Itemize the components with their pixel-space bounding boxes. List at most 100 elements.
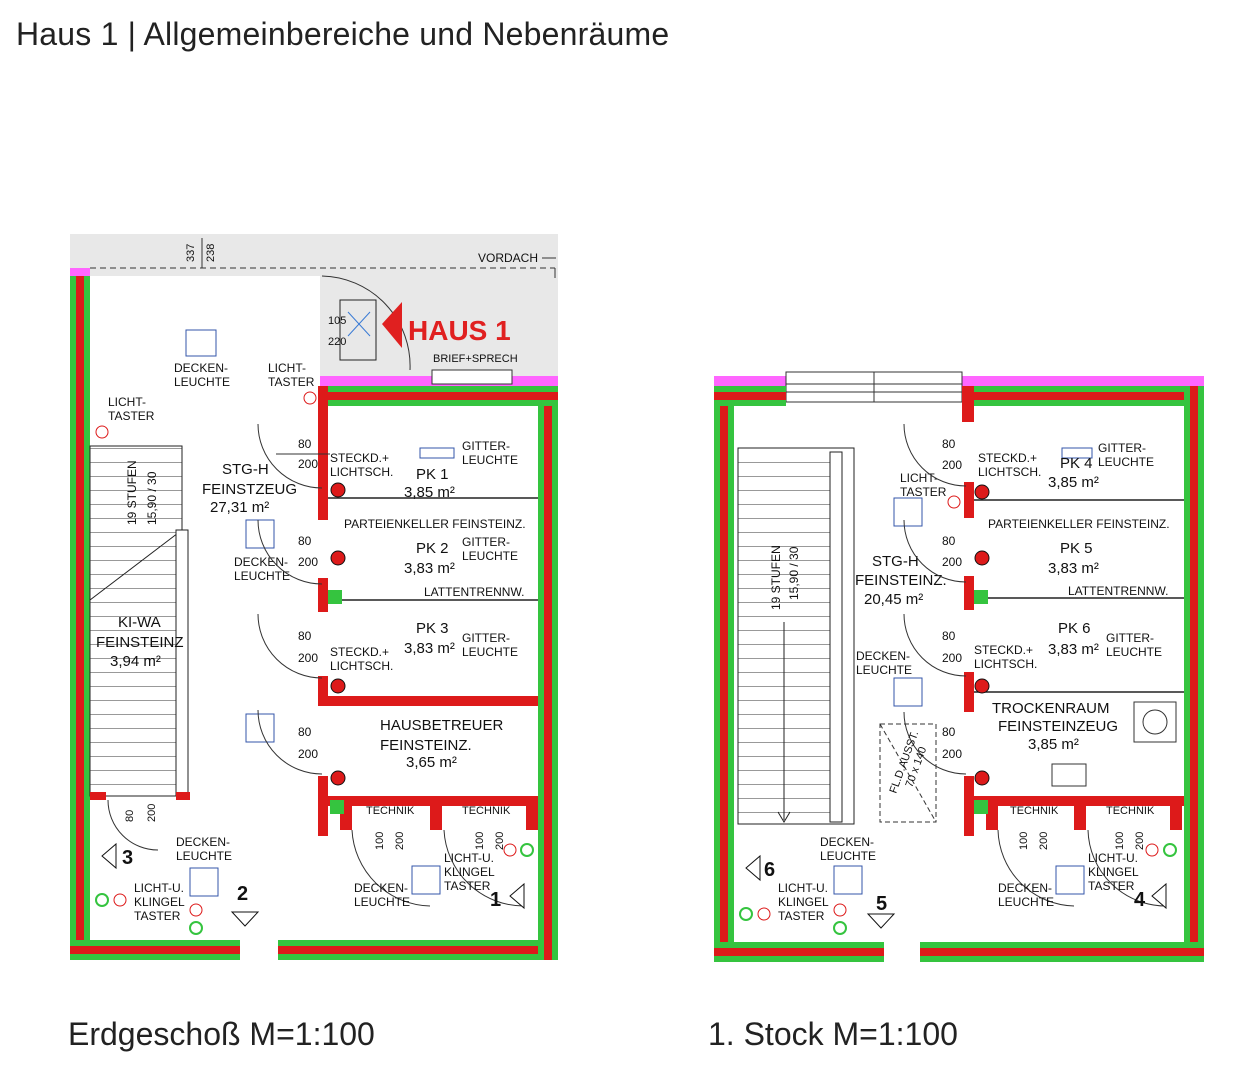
sink-icon — [1051, 763, 1087, 787]
stg-h-material: FEINSTEINZ. — [855, 572, 947, 589]
svg-text:200: 200 — [298, 747, 318, 761]
fl-ausst-box — [879, 723, 937, 823]
lattentrenn-label: LATTENTRENNW. — [424, 585, 524, 599]
svg-text:DECKEN-: DECKEN- — [856, 649, 910, 663]
svg-text:LEUCHTE: LEUCHTE — [856, 663, 912, 677]
pk4-name: PK 4 — [1060, 455, 1093, 472]
svg-text:80: 80 — [942, 725, 956, 739]
ceiling-light — [245, 519, 275, 549]
svg-text:DECKEN-: DECKEN- — [998, 881, 1052, 895]
svg-text:LEUCHTE: LEUCHTE — [462, 549, 518, 563]
trockenraum-area: 3,85 m² — [1028, 736, 1079, 753]
socket-icon — [974, 678, 990, 694]
svg-text:STECKD.+: STECKD.+ — [978, 451, 1037, 465]
entry-door — [339, 299, 377, 361]
svg-text:200: 200 — [394, 832, 406, 850]
bell-switch-icon — [757, 907, 771, 921]
view-marker-icon — [509, 882, 525, 910]
button-icon — [520, 843, 534, 857]
pk6-area: 3,83 m² — [1048, 641, 1099, 658]
trockenraum-material: FEINSTEINZEUG — [998, 718, 1118, 735]
svg-text:LEUCHTE: LEUCHTE — [998, 895, 1054, 909]
svg-text:LEUCHTE: LEUCHTE — [176, 849, 232, 863]
svg-text:80: 80 — [298, 534, 312, 548]
pk1-area: 3,85 m² — [404, 484, 455, 501]
svg-text:80: 80 — [942, 534, 956, 548]
decken-leuchte-label: DECKEN- — [174, 361, 228, 375]
svg-text:80: 80 — [298, 437, 312, 451]
svg-text:LEUCHTE: LEUCHTE — [234, 569, 290, 583]
ceiling-light — [189, 867, 219, 897]
stairs-steps: 19 STUFEN — [769, 545, 783, 610]
svg-text:200: 200 — [298, 555, 318, 569]
licht-klingel-label: LICHT-U. — [444, 851, 494, 865]
keller-wall — [318, 386, 328, 520]
svg-text:GITTER-: GITTER- — [1106, 631, 1154, 645]
svg-text:TECHNIK: TECHNIK — [1010, 805, 1059, 817]
ceiling-light — [411, 865, 441, 895]
svg-text:200: 200 — [942, 747, 962, 761]
stairs-rise: 15,90 / 30 — [145, 471, 159, 525]
pk6-name: PK 6 — [1058, 620, 1091, 637]
svg-text:DECKEN-: DECKEN- — [176, 835, 230, 849]
socket-icon — [330, 770, 346, 786]
socket-icon — [974, 550, 990, 566]
svg-text:LICHTSCH.: LICHTSCH. — [974, 657, 1037, 671]
svg-text:LEUCHTE: LEUCHTE — [1098, 455, 1154, 469]
pk3-area: 3,83 m² — [404, 640, 455, 657]
svg-text:200: 200 — [298, 651, 318, 665]
svg-text:TASTER: TASTER — [778, 909, 825, 923]
svg-text:80: 80 — [942, 629, 956, 643]
stair-cut — [89, 529, 183, 601]
svg-text:TASTER: TASTER — [444, 879, 491, 893]
svg-text:LATTENTRENNW.: LATTENTRENNW. — [1068, 584, 1168, 598]
grid-light — [1061, 447, 1093, 459]
dim-220: 220 — [328, 336, 346, 348]
stairs-steps: 19 STUFEN — [125, 460, 139, 525]
bell-switch-icon — [503, 843, 517, 857]
ceiling-light — [833, 865, 863, 895]
haus-label: HAUS 1 — [408, 315, 511, 346]
mailbox-unit — [431, 369, 513, 385]
switch-icon — [95, 425, 109, 439]
socket-icon — [974, 484, 990, 500]
svg-text:100: 100 — [474, 832, 486, 850]
pk4-area: 3,85 m² — [1048, 474, 1099, 491]
svg-text:STECKD.+: STECKD.+ — [974, 643, 1033, 657]
view-marker-5: 5 — [876, 893, 887, 915]
green-marker — [328, 590, 342, 604]
svg-text:GITTER-: GITTER- — [462, 535, 510, 549]
pk3-name: PK 3 — [416, 620, 449, 637]
svg-text:LICHT-: LICHT- — [900, 471, 938, 485]
svg-text:100: 100 — [374, 832, 386, 850]
view-marker-6: 6 — [764, 859, 775, 881]
stg-h-area: 27,31 m² — [210, 499, 269, 516]
technik-label: TECHNIK — [462, 805, 511, 817]
switch-icon — [833, 903, 847, 917]
button-icon — [833, 921, 847, 935]
stg-h-name: STG-H — [872, 553, 919, 570]
svg-text:100: 100 — [1114, 832, 1126, 850]
gitter-label: GITTER- — [462, 439, 510, 453]
facade-strip — [70, 268, 90, 276]
bell-switch-icon — [113, 893, 127, 907]
grid-light — [419, 447, 455, 459]
svg-text:TECHNIK: TECHNIK — [1106, 805, 1155, 817]
svg-text:200: 200 — [942, 555, 962, 569]
button-icon — [1163, 843, 1177, 857]
licht-taster-label-2: LICHT- — [108, 395, 146, 409]
svg-text:200: 200 — [1134, 832, 1146, 850]
svg-text:LEUCHTE: LEUCHTE — [354, 895, 410, 909]
dim-238: 238 — [205, 244, 217, 262]
hausbetreuer-area: 3,65 m² — [406, 754, 457, 771]
hausbetreuer-name: HAUSBETREUER — [380, 717, 504, 734]
button-icon — [189, 921, 203, 935]
svg-text:80: 80 — [298, 725, 312, 739]
stg-h-area: 20,45 m² — [864, 591, 923, 608]
ground-floor-caption: Erdgeschoß M=1:100 — [68, 1016, 375, 1052]
dryer-unit — [1133, 701, 1177, 743]
ceiling-light — [185, 329, 217, 357]
svg-text:GITTER-: GITTER- — [462, 631, 510, 645]
brief-sprech-label: BRIEF+SPRECH — [433, 353, 518, 365]
